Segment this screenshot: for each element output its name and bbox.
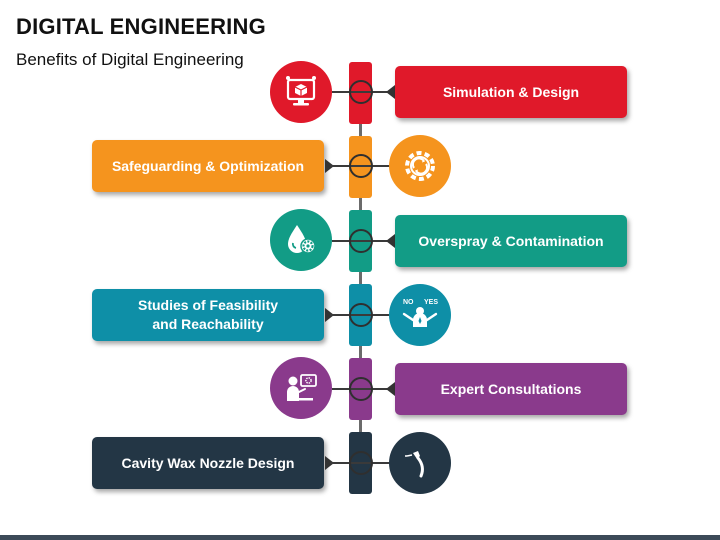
step-box-3: Overspray & Contamination <box>395 215 627 267</box>
step-label-6: Cavity Wax Nozzle Design <box>121 454 295 471</box>
pointer-3 <box>386 234 395 248</box>
hub-4 <box>349 303 373 327</box>
pointer-1 <box>386 85 395 99</box>
svg-text:NO: NO <box>403 299 414 306</box>
icon-circle-6 <box>389 432 451 494</box>
timeline-spine <box>359 62 362 492</box>
hub-5 <box>349 377 373 401</box>
step-box-1: Simulation & Design <box>395 66 627 118</box>
hub-3 <box>349 229 373 253</box>
step-label-4-line-2: and Reachability <box>152 316 264 332</box>
step-label-2: Safeguarding & Optimization <box>111 157 305 174</box>
hub-6 <box>349 451 373 475</box>
footer-bar <box>0 535 720 540</box>
icon-circle-4: NO YES <box>389 284 451 346</box>
icon-circle-5 <box>270 357 332 419</box>
icon-circle-1 <box>270 61 332 123</box>
computer-cube-icon <box>286 76 316 106</box>
step-box-2: Safeguarding & Optimization <box>92 140 324 192</box>
pointer-5 <box>386 382 395 396</box>
pointer-4 <box>325 308 334 322</box>
step-box-6: Cavity Wax Nozzle Design <box>92 437 324 489</box>
no-yes-person-icon: NO YES <box>402 299 438 327</box>
page-subtitle: Benefits of Digital Engineering <box>16 50 244 69</box>
step-label-1: Simulation & Design <box>442 83 580 100</box>
step-label-4: Studies of Feasibility and Reachability <box>138 296 278 334</box>
svg-text:YES: YES <box>424 299 438 306</box>
nozzle-icon <box>405 451 424 478</box>
icon-circle-2 <box>389 135 451 197</box>
pointer-2 <box>325 159 334 173</box>
step-label-3: Overspray & Contamination <box>418 232 604 249</box>
pointer-6 <box>325 456 334 470</box>
page-title: DIGITAL ENGINEERING <box>16 14 266 39</box>
gear-cycle-icon <box>405 151 435 181</box>
icon-circle-3 <box>270 209 332 271</box>
step-label-4-line-1: Studies of Feasibility <box>137 297 279 313</box>
drop-gear-icon <box>288 225 316 254</box>
step-label-5: Expert Consultations <box>440 380 582 397</box>
hub-1 <box>349 80 373 104</box>
step-box-5: Expert Consultations <box>395 363 627 415</box>
step-box-4: Studies of Feasibility and Reachability <box>92 289 324 341</box>
hub-2 <box>349 154 373 178</box>
consultant-icon <box>287 374 317 401</box>
